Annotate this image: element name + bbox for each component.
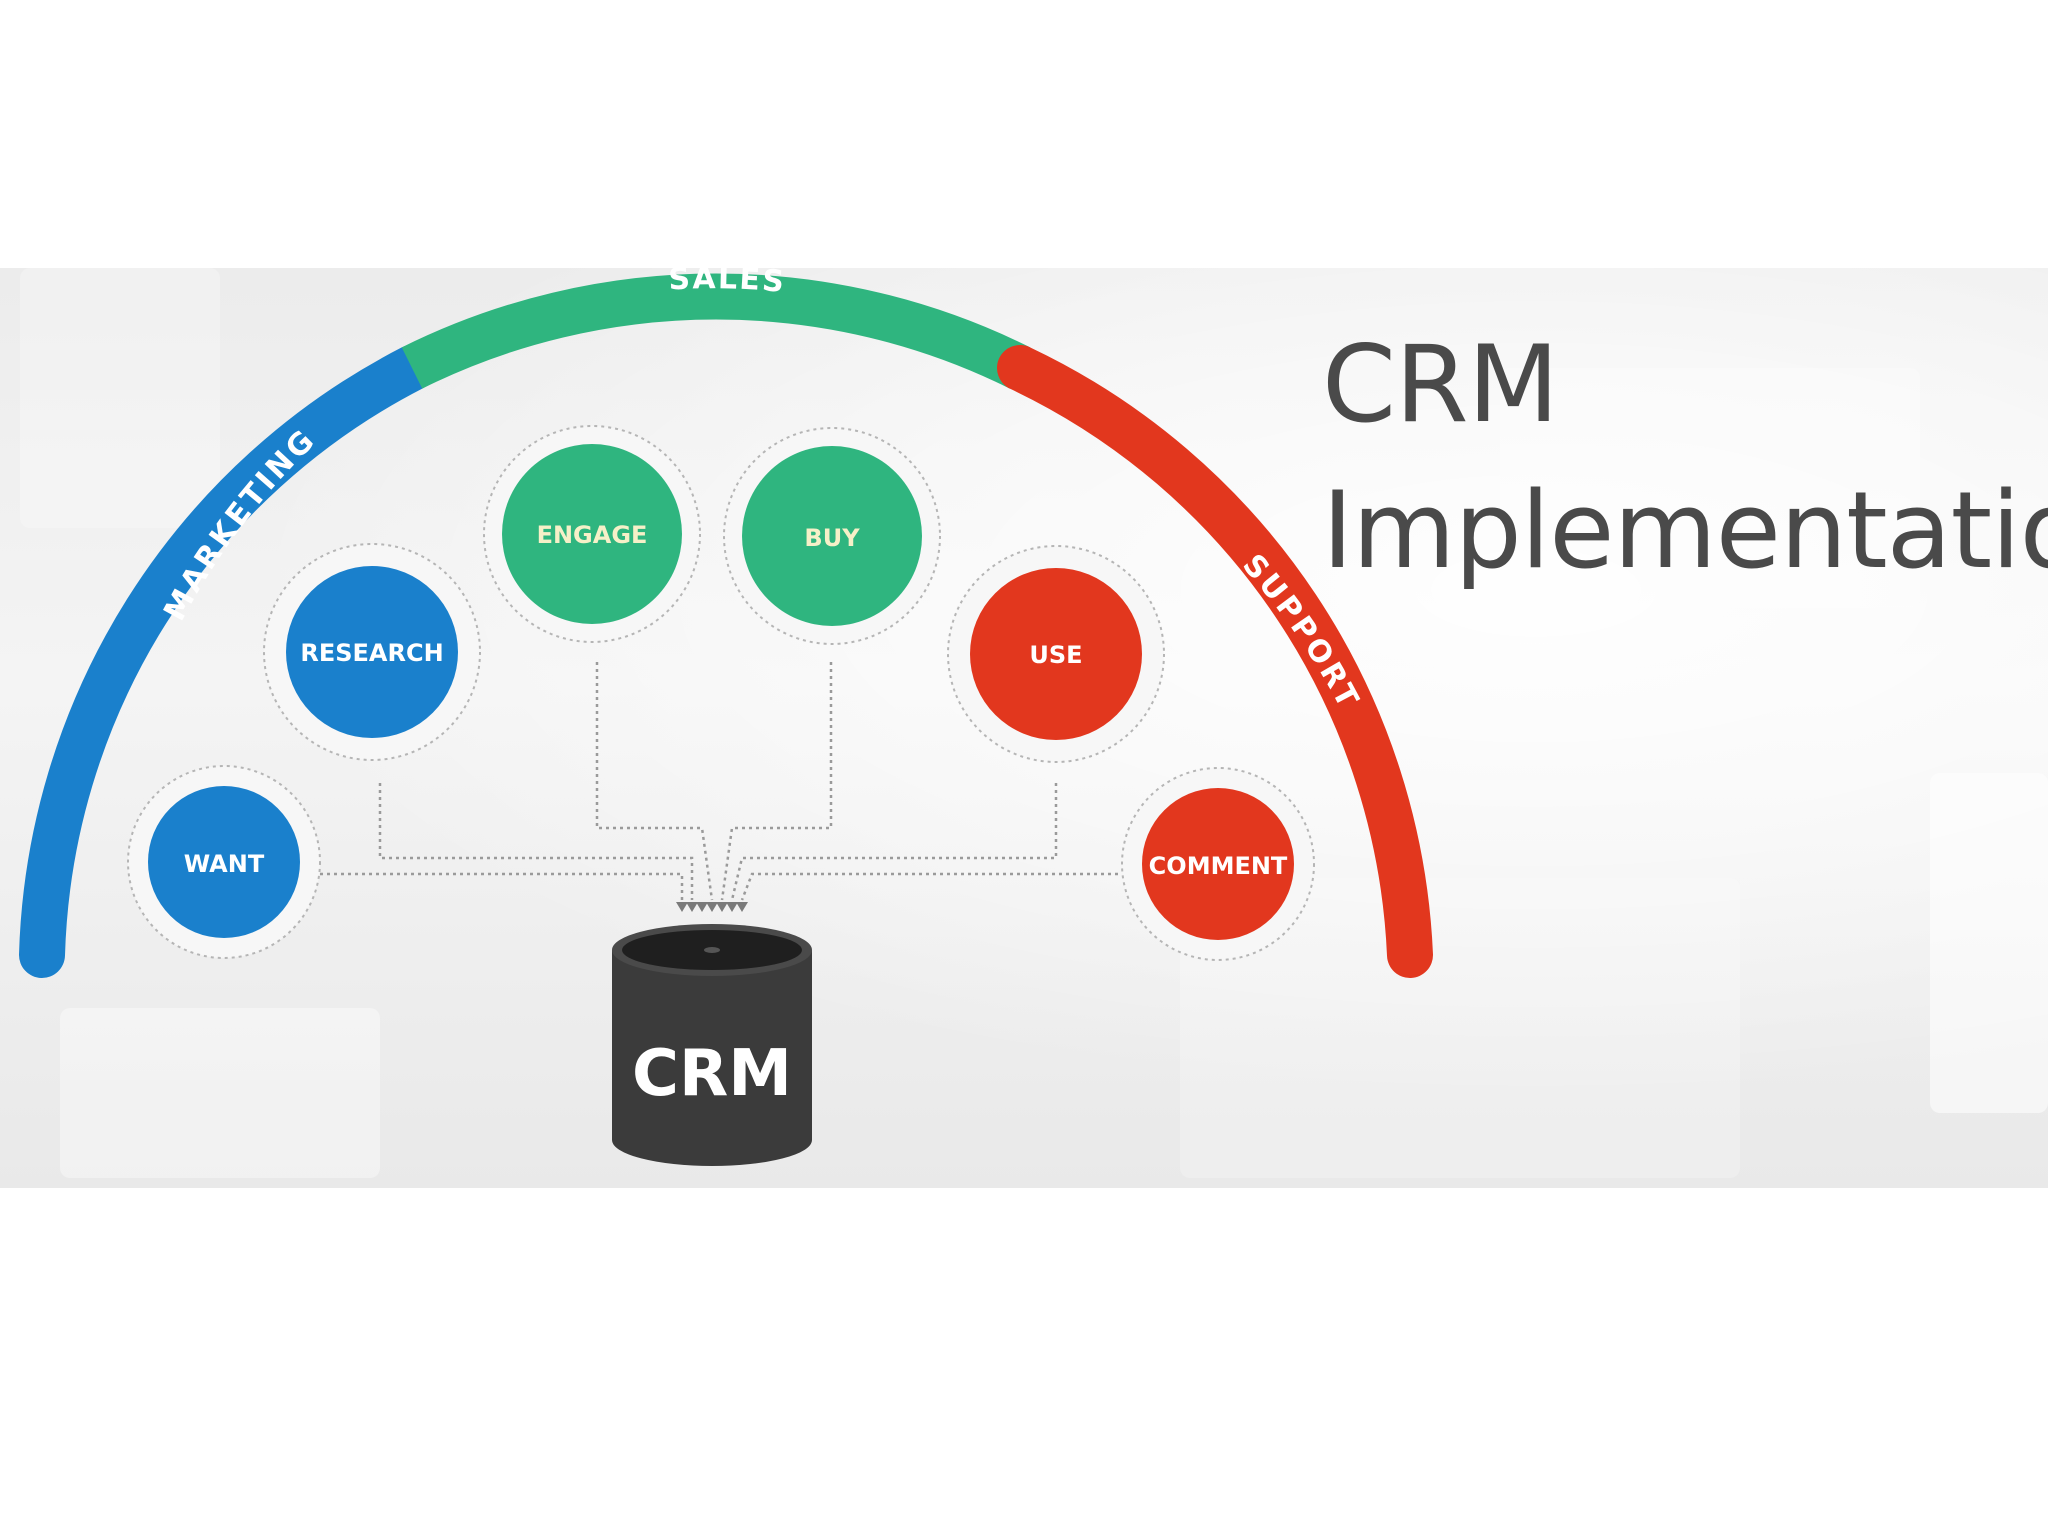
connector-use <box>730 783 1058 901</box>
crm-database-icon: CRM <box>612 924 812 1166</box>
node-comment: COMMENT <box>1121 767 1315 961</box>
node-research-label: RESEARCH <box>300 639 443 667</box>
node-engage: ENGAGE <box>483 425 701 643</box>
node-comment-label: COMMENT <box>1149 852 1288 880</box>
marketing-arc <box>19 345 435 978</box>
node-want: WANT <box>127 765 321 959</box>
title-line-implementation: Implementation <box>1322 469 2048 592</box>
connector-buy <box>720 662 833 901</box>
background-tiles <box>0 268 2048 1188</box>
node-use: USE <box>947 545 1165 763</box>
sales-arc-label: SALES <box>668 261 788 300</box>
sales-arc <box>401 273 1031 389</box>
connector-arrowheads <box>676 902 748 912</box>
connector-research <box>378 783 694 900</box>
connector-comment <box>740 872 1118 901</box>
support-arc <box>997 345 1433 978</box>
page-title: CRM Implementation <box>1322 312 2048 604</box>
connector-lines <box>313 662 1118 901</box>
node-buy-label: BUY <box>804 524 860 552</box>
node-buy: BUY <box>723 427 941 645</box>
connector-engage <box>595 662 714 901</box>
crm-database-label: CRM <box>632 1037 792 1111</box>
connector-want <box>313 872 684 900</box>
node-research: RESEARCH <box>263 543 481 761</box>
node-want-label: WANT <box>184 850 265 878</box>
node-engage-label: ENGAGE <box>537 521 648 549</box>
title-line-crm: CRM <box>1322 323 1559 446</box>
node-use-label: USE <box>1029 641 1082 669</box>
